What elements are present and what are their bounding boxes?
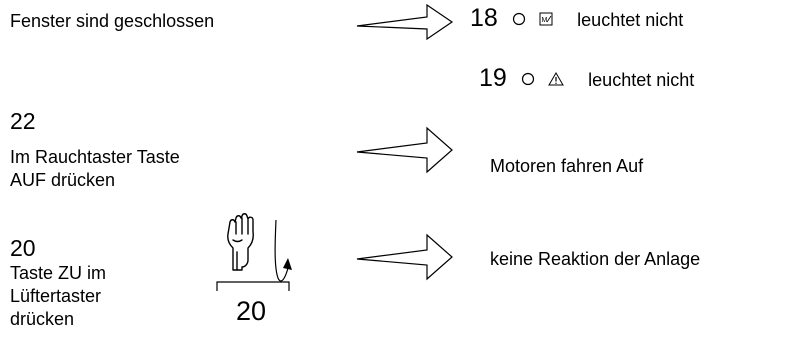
indicator-status-19: leuchtet nicht [588, 70, 695, 90]
indicator-lamp-18 [512, 12, 526, 31]
indicator-number-18: 18 [470, 4, 498, 32]
result-step-22: Motoren fahren Auf [490, 156, 644, 176]
step-number-22: 22 [10, 108, 36, 134]
movement-arrow-icon [274, 219, 289, 282]
step-20-line-2: Lüftertaster [10, 286, 102, 306]
finger-press-illustration [216, 213, 292, 291]
result-18: 18 M leuchtet nicht [470, 4, 683, 32]
arrow-row-2 [356, 126, 453, 174]
step-22-line-1: Im Rauchtaster Taste [10, 147, 180, 167]
result-step-20: keine Reaktion der Anlage [490, 249, 701, 269]
step-number-20: 20 [10, 235, 36, 261]
svg-text:M: M [541, 17, 547, 24]
indicator-lamp-19 [521, 72, 535, 91]
result-19: 19 leuchtet nicht [479, 64, 694, 92]
step-20-line-1: Taste ZU im [10, 263, 107, 283]
condition-label: Fenster sind geschlossen [10, 11, 215, 31]
button-number-20: 20 [236, 296, 267, 326]
step-20-line-3: drücken [10, 309, 75, 329]
arrow-row-1 [356, 3, 454, 41]
arrow-row-3 [356, 233, 453, 281]
button-base [216, 281, 290, 291]
pointing-hand-icon [227, 213, 254, 271]
motor-icon: M [539, 12, 553, 31]
step-22-line-2: AUF drücken [10, 170, 116, 190]
indicator-status-18: leuchtet nicht [577, 10, 684, 30]
indicator-number-19: 19 [479, 64, 507, 92]
warning-icon [547, 72, 564, 91]
